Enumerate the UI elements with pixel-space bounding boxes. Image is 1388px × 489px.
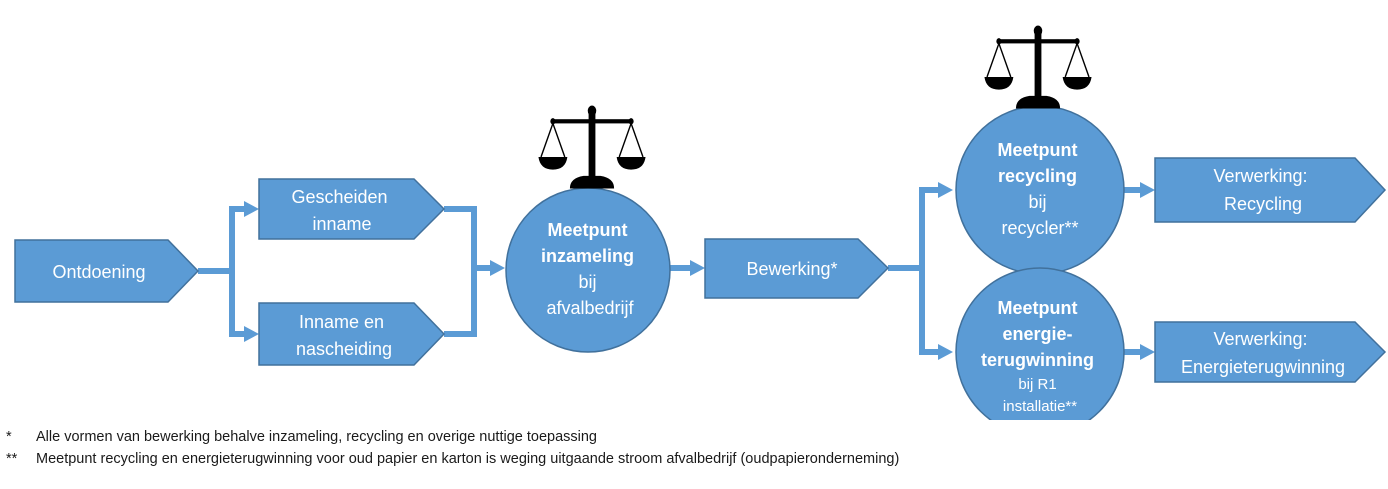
arrowhead-verwerking-recycling xyxy=(1140,182,1155,198)
node-inname-shape xyxy=(258,302,446,366)
footnote-2: ** Meetpunt recycling en energieterugwinn… xyxy=(6,448,899,470)
node-meetpunt-recycling-shape xyxy=(955,105,1125,275)
node-inname-label: Inname en nascheiding xyxy=(296,312,392,359)
node-meetpunt-inzameling-shape xyxy=(505,187,671,353)
arrowhead-energie xyxy=(938,344,953,360)
node-verwerking-energie-label: Verwerking: Energieterugwinning xyxy=(1181,329,1345,377)
footnote-text: Alle vormen van bewerking behalve inzame… xyxy=(36,429,597,445)
connector-gescheiden-merge xyxy=(444,206,492,271)
arrowhead-inname xyxy=(244,326,259,342)
arrowhead-recycling xyxy=(938,182,953,198)
connector-to-inname xyxy=(229,268,246,337)
footnote-mark: ** xyxy=(6,451,18,467)
arrowhead-bewerking xyxy=(690,260,705,276)
scale-icon xyxy=(537,104,647,190)
arrowhead-inzameling xyxy=(490,260,505,276)
node-meetpunt-recycling-label: Meetpunt recycling bij recycler** xyxy=(997,140,1082,238)
arrowhead-verwerking-energie xyxy=(1140,344,1155,360)
arrowhead-gescheiden xyxy=(244,201,259,217)
node-ontdoening-label: Ontdoening xyxy=(52,262,145,282)
node-verwerking-energie-shape xyxy=(1154,321,1387,383)
footnotes: * Alle vormen van bewerking behalve inzam… xyxy=(6,426,899,470)
node-verwerking-recycling-shape xyxy=(1154,157,1387,223)
node-meetpunt-energie-shape xyxy=(955,267,1125,420)
node-meetpunt-inzameling-label: Meetpunt inzameling bij afvalbedrijf xyxy=(541,220,639,318)
footnote-1: * Alle vormen van bewerking behalve inzam… xyxy=(6,426,899,448)
connector-to-gescheiden xyxy=(229,206,246,274)
scale-icon xyxy=(983,24,1093,110)
node-gescheiden-label: Gescheiden inname xyxy=(291,187,392,234)
node-ontdoening-shape xyxy=(14,239,200,303)
node-bewerking-label: Bewerking* xyxy=(746,259,837,279)
node-meetpunt-energie-label: Meetpunt energie- terugwinning bij R1 in… xyxy=(981,298,1099,415)
connector-inname-merge xyxy=(444,268,477,337)
node-verwerking-recycling-label: Verwerking: Recycling xyxy=(1213,166,1312,214)
footnote-mark: * xyxy=(6,429,12,445)
node-bewerking-shape xyxy=(704,238,890,299)
connector-to-energie xyxy=(919,265,940,355)
flow-diagram: Ontdoening Gescheiden inname Inname en n… xyxy=(14,24,1387,420)
node-gescheiden-shape xyxy=(258,178,446,240)
footnote-text: Meetpunt recycling en energieterugwinnin… xyxy=(36,451,900,467)
connector-to-recycling xyxy=(919,187,940,271)
